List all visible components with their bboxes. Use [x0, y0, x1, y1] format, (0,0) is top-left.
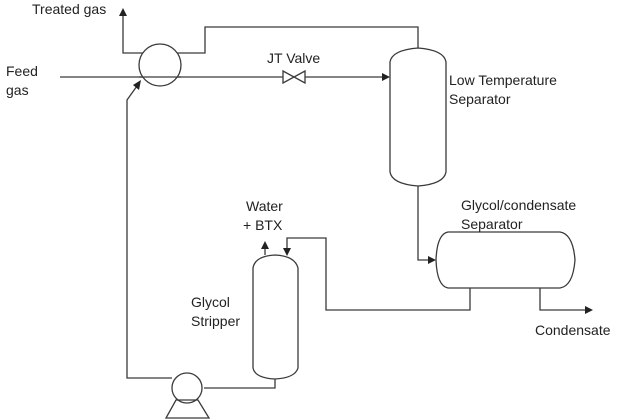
water-btx-label-1: Water: [246, 198, 283, 214]
water-btx-label-2: + BTX: [243, 217, 283, 233]
exchanger-glycol-arrow: [133, 80, 141, 90]
condensate-arrow: [585, 306, 593, 314]
jt-valve-label: JT Valve: [267, 50, 320, 66]
lts-label-1: Low Temperature: [449, 72, 557, 88]
feed-gas-label-1: Feed: [6, 63, 38, 79]
stripper-label-2: Stripper: [191, 313, 240, 329]
low-temperature-separator: [389, 47, 447, 187]
jt-valve-left: [282, 69, 296, 85]
gcs-label-1: Glycol/condensate: [461, 197, 576, 213]
jt-valve-right: [292, 69, 306, 85]
treated-gas-label: Treated gas: [32, 1, 106, 17]
condensate-label: Condensate: [535, 322, 611, 338]
glycol-stripper: [252, 254, 299, 380]
treated-gas-line: [122, 14, 419, 54]
glycol-condensate-separator: [435, 231, 576, 289]
gcs-label-2: Separator: [461, 216, 523, 232]
stripper-label-1: Glycol: [191, 294, 230, 310]
stripper-to-pump-line: [204, 379, 276, 389]
lts-inlet-arrow: [382, 73, 390, 81]
feed-gas-label-2: gas: [6, 82, 29, 98]
condensate-line: [539, 288, 586, 311]
treated-gas-arrow: [119, 8, 127, 16]
lean-glycol-line: [126, 85, 172, 379]
pump-base: [164, 399, 211, 419]
vent-arrow: [261, 241, 269, 249]
gcs-inlet-arrow: [428, 256, 436, 264]
lts-label-2: Separator: [449, 91, 511, 107]
pump: [171, 372, 203, 404]
rich-glycol-line: [286, 237, 471, 311]
heat-exchanger: [138, 43, 182, 87]
stripper-inlet-arrow: [283, 248, 291, 256]
lts-to-gcs-line: [417, 186, 430, 261]
